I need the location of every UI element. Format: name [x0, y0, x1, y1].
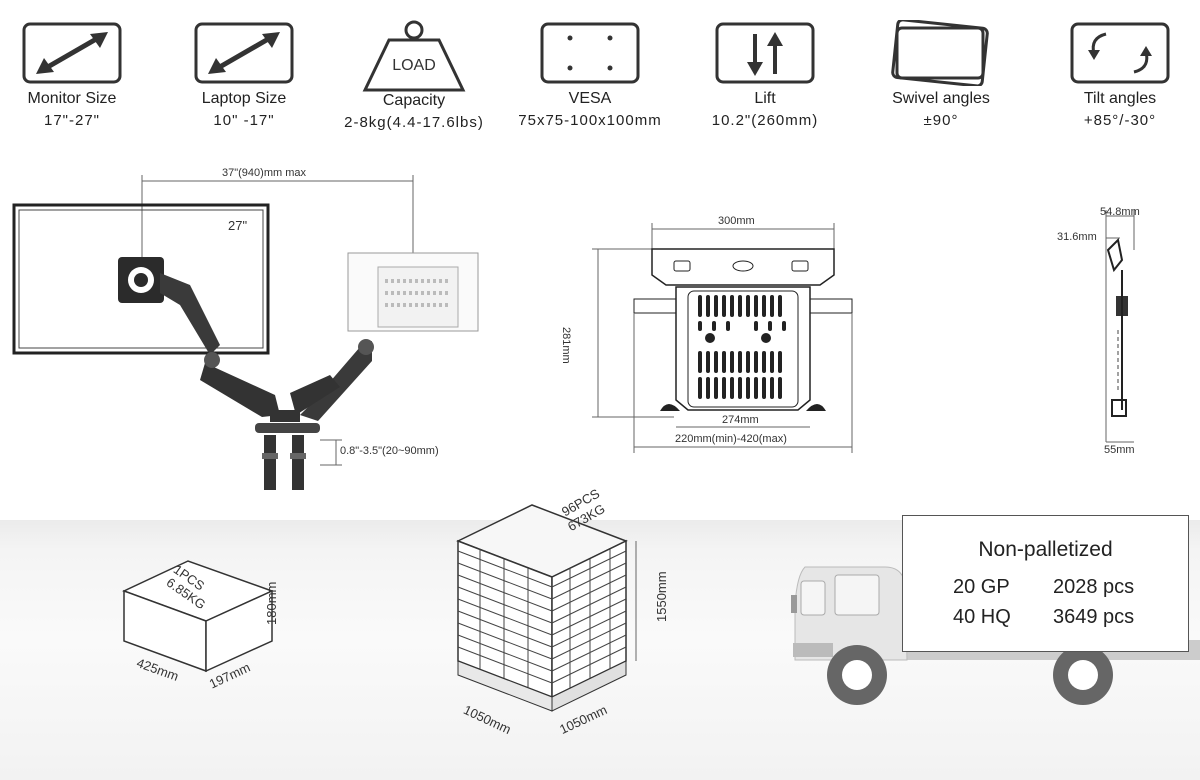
- load-weight-icon: LOAD: [362, 20, 466, 92]
- spec-swivel: Swivel angles ±90°: [866, 20, 1016, 130]
- monitor-size-label: 27": [228, 218, 248, 233]
- tray-height-label: 281mm: [560, 327, 572, 364]
- spec-value: 17"-27": [43, 112, 100, 129]
- side-depth-inner-label: 31.6mm: [1057, 231, 1097, 243]
- spec-monitor-size: Monitor Size 17"-27": [0, 20, 147, 130]
- spec-lift: Lift 10.2"(260mm): [690, 20, 840, 130]
- shipping-panel: Non-palletized 20 GP 2028 pcs 40 HQ 3649 p…: [902, 515, 1189, 652]
- dual-arm-diagram: [12, 175, 479, 490]
- side-depth-total-label: 54.8mm: [1100, 206, 1140, 218]
- spec-value: 75x75-100x100mm: [518, 112, 662, 129]
- spec-label: Swivel angles: [892, 90, 990, 107]
- spec-label: Capacity: [382, 92, 446, 109]
- tilt-icon: [1070, 22, 1170, 84]
- spec-tilt: Tilt angles +85°/-30°: [1045, 20, 1195, 130]
- spec-label: VESA: [568, 90, 612, 107]
- box-height-label: 180mm: [264, 581, 279, 625]
- pallet-diagram: [456, 504, 637, 712]
- shipping-row: 20 GP 2028 pcs: [953, 576, 1173, 599]
- spec-label: Tilt angles: [1083, 90, 1157, 107]
- up-down-arrows-icon: [715, 22, 815, 84]
- single-box-diagram: [122, 560, 274, 673]
- tray-width-top-label: 300mm: [718, 215, 755, 227]
- shipping-row: 40 HQ 3649 pcs: [953, 606, 1173, 629]
- load-icon-text: LOAD: [392, 57, 436, 74]
- clamp-thickness-label: 0.8"-3.5"(20~90mm): [340, 445, 439, 457]
- pallet-height-label: 1550mm: [654, 571, 669, 622]
- spec-value: 10" -17": [213, 112, 275, 129]
- spec-value: +85°/-30°: [1083, 112, 1157, 129]
- spec-label: Lift: [754, 90, 776, 107]
- spec-label: Monitor Size: [27, 90, 117, 107]
- spec-capacity: LOAD Capacity 2-8kg(4.4-17.6lbs): [329, 20, 499, 132]
- side-profile-diagram: [1105, 210, 1135, 443]
- side-bottom-label: 55mm: [1104, 444, 1135, 456]
- container-qty: 2028 pcs: [1053, 576, 1135, 598]
- container-type: 20 GP: [953, 576, 1010, 598]
- tray-adjust-width-label: 220mm(min)-420(max): [675, 433, 787, 445]
- spec-vesa: VESA 75x75-100x100mm: [505, 20, 675, 130]
- shipping-title: Non-palletized: [978, 538, 1113, 561]
- spec-value: 10.2"(260mm): [711, 112, 819, 129]
- double-arrow-icon: [22, 22, 122, 84]
- spec-value: 2-8kg(4.4-17.6lbs): [344, 114, 484, 131]
- double-arrow-icon: [194, 22, 294, 84]
- spec-laptop-size: Laptop Size 10" -17": [169, 20, 319, 130]
- spec-value: ±90°: [923, 112, 959, 129]
- vesa-pattern-icon: [540, 22, 640, 84]
- spec-label: Laptop Size: [201, 90, 287, 107]
- reach-dimension-label: 37"(940)mm max: [222, 167, 306, 179]
- container-qty: 3649 pcs: [1053, 606, 1135, 628]
- tray-inner-width-label: 274mm: [722, 414, 759, 426]
- swivel-icon: [891, 20, 989, 86]
- laptop-tray-diagram: [592, 223, 853, 453]
- container-type: 40 HQ: [953, 606, 1011, 628]
